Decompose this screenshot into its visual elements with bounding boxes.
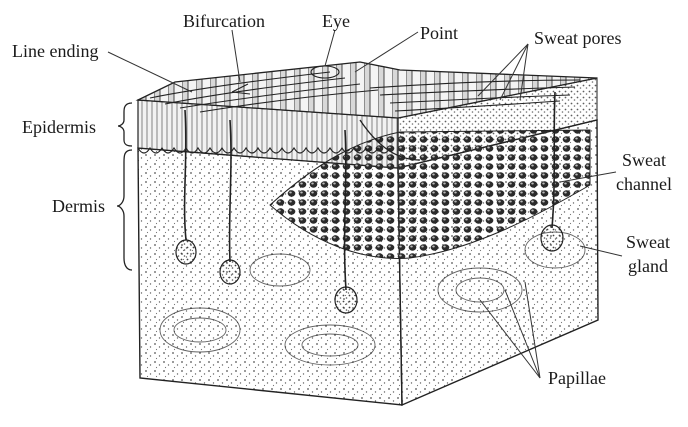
label-sweat-gland-line1: Sweat	[626, 232, 670, 252]
label-sweat-gland-line2: gland	[628, 256, 668, 276]
layer-brackets	[117, 103, 132, 270]
label-epidermis: Epidermis	[22, 117, 96, 137]
epidermis-bracket	[118, 103, 132, 146]
label-papillae: Papillae	[548, 368, 606, 388]
label-point: Point	[420, 23, 458, 43]
label-eye: Eye	[322, 11, 350, 31]
label-sweat-channel-line1: Sweat	[622, 150, 666, 170]
label-line-ending: Line ending	[12, 41, 98, 61]
dermis-bracket	[117, 150, 132, 270]
skin-block	[138, 62, 598, 405]
label-dermis: Dermis	[52, 196, 105, 216]
label-bifurcation: Bifurcation	[183, 11, 265, 31]
label-sweat-pores: Sweat pores	[534, 28, 621, 48]
label-sweat-channel-line2: channel	[616, 174, 672, 194]
